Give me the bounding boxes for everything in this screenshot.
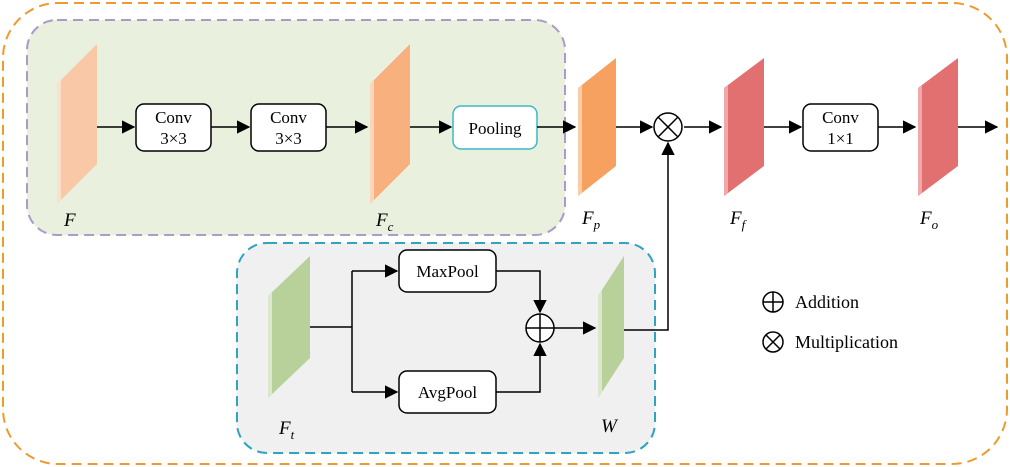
label-Fp: Fp: [581, 208, 601, 232]
legend-addition-icon: [762, 291, 784, 313]
conv3-label: Conv: [822, 108, 859, 127]
multiplication-node: [653, 112, 683, 142]
legend-multiplication-label: Multiplication: [795, 332, 898, 352]
conv1-kernel: 3×3: [160, 129, 187, 148]
legend-addition-label: Addition: [795, 292, 859, 312]
label-W: W: [601, 416, 619, 437]
conv2-label: Conv: [270, 108, 307, 127]
label-Fc: Fc: [375, 210, 394, 234]
feature-map-Ff: [724, 58, 764, 196]
label-Fo: Fo: [919, 208, 939, 232]
conv3-kernel: 1×1: [827, 129, 854, 148]
label-Ff: Ff: [729, 208, 748, 232]
avgpool-label: AvgPool: [418, 383, 477, 402]
legend-multiplication-icon: [762, 331, 784, 353]
feature-map-Fc: [370, 44, 410, 204]
addition-node: [525, 313, 555, 343]
label-Ft: Ft: [278, 418, 295, 442]
bottom-region: [236, 242, 656, 454]
feature-map-Ft: [268, 256, 310, 398]
feature-map-Fp: [578, 58, 616, 196]
feature-map-W: [598, 256, 624, 398]
conv1-label: Conv: [155, 108, 192, 127]
pooling-label: Pooling: [469, 119, 522, 138]
label-F: F: [63, 210, 76, 231]
arrow-W-mult: [624, 141, 675, 331]
conv2-kernel: 3×3: [275, 129, 302, 148]
feature-map-F: [57, 44, 97, 204]
maxpool-label: MaxPool: [416, 262, 479, 281]
feature-map-Fo: [918, 58, 958, 196]
arrow-maxpool-add: [496, 270, 547, 314]
arrow-avgpool-add: [496, 342, 547, 393]
